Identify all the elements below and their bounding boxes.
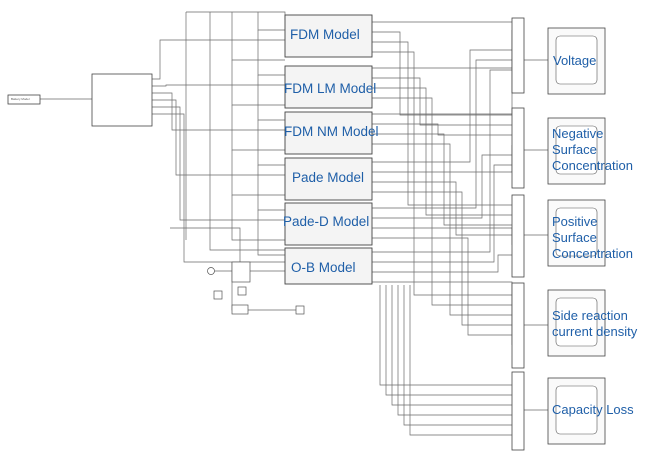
battery-model-label: Battery Model [11,97,30,101]
scope-label-side-reaction: Side reaction current density [552,308,637,340]
misc-block-5[interactable] [295,305,305,315]
model-label-fdm-nm: FDM NM Model [284,124,379,139]
misc-block-3[interactable] [213,290,223,300]
pade-model-block[interactable] [284,157,373,201]
misc-block-2[interactable] [237,286,247,296]
scope-label-negative-line3: Concentration [552,158,633,173]
scope-label-capacity: Capacity Loss [552,402,634,417]
o-b-model-block[interactable] [284,247,373,285]
scope-label-positive-line2: Surface [552,230,597,245]
mux-negative[interactable] [511,107,525,189]
scope-label-positive-line1: Positive [552,214,598,229]
mux-positive[interactable] [511,194,525,278]
battery-model-block[interactable] [7,94,41,105]
mux-capacity[interactable] [511,371,525,451]
model-blocks [284,14,373,285]
pade-d-model-block[interactable] [284,202,373,246]
mux-side-reaction[interactable] [511,282,525,369]
fdm-model-block[interactable] [284,14,373,58]
misc-blocks [207,261,305,315]
scope-label-positive-line3: Concentration [552,246,633,261]
scope-label-negative: Negative Surface Concentration [552,126,633,174]
model-label-pade: Pade Model [292,170,365,185]
mux-voltage[interactable] [511,17,525,94]
clock-block[interactable] [207,267,215,275]
fdm-lm-model-block[interactable] [284,65,373,109]
scope-label-positive: Positive Surface Concentration [552,214,633,262]
fdm-nm-model-block[interactable] [284,111,373,155]
misc-block-1[interactable] [231,261,251,283]
mux-blocks [511,17,525,451]
demux-block[interactable] [91,73,153,127]
model-label-o-b: O-B Model [291,260,356,275]
scope-label-side-reaction-line1: Side reaction [552,308,628,323]
misc-block-4[interactable] [231,304,249,315]
model-label-fdm-lm: FDM LM Model [284,81,377,96]
model-label-fdm: FDM Model [290,27,360,42]
model-label-pade-d: Pade-D Model [283,214,370,229]
scope-label-side-reaction-line2: current density [552,324,638,339]
scope-label-negative-line1: Negative [552,126,604,141]
scope-blocks [547,27,606,445]
scope-label-negative-line2: Surface [552,142,597,157]
scope-label-voltage: Voltage [553,53,597,68]
